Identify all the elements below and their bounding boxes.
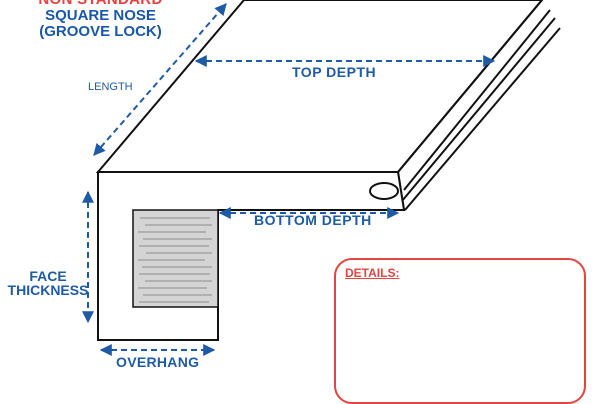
length-label: LENGTH (88, 81, 133, 93)
inset-block (132, 209, 219, 308)
title-line-2: SQUARE NOSE (45, 7, 156, 24)
top-depth-label: TOP DEPTH (292, 64, 377, 80)
title-line-1: NON STANDARD (8, 0, 193, 8)
face-thickness-label-line-2: THICKNESS (7, 282, 89, 298)
length-arrow (93, 3, 227, 156)
title-line-3: (GROOVE LOCK) (39, 23, 162, 40)
details-box[interactable]: DETAILS: (334, 258, 586, 404)
overhang-label: OVERHANG (116, 354, 200, 370)
groove-edges (397, 0, 561, 211)
groove-lock-hole (369, 182, 399, 200)
face-thickness-label-line-1: FACE (29, 268, 67, 284)
bottom-depth-label: BOTTOM DEPTH (254, 212, 372, 228)
inset-texture (138, 217, 212, 303)
details-label: DETAILS: (345, 266, 400, 280)
